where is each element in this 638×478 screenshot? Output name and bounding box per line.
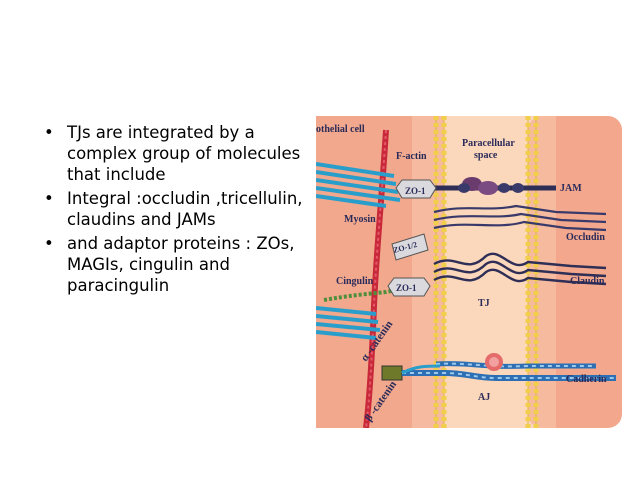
occludin-loops xyxy=(433,204,607,232)
zo1-bottom-box: ZO-1 xyxy=(387,277,431,297)
tj-label: TJ xyxy=(478,298,490,309)
aj-label: AJ xyxy=(478,392,490,403)
endothelial-cell-label: othelial cell xyxy=(316,124,365,135)
claudin-loops xyxy=(433,252,607,286)
bullet-text: TJs are integrated by a complex group of… xyxy=(67,123,301,184)
jam-molecule xyxy=(478,181,498,195)
jam-molecule xyxy=(458,183,470,193)
catenin-bead-inner xyxy=(489,357,499,367)
myosin-label: Myosin xyxy=(344,214,376,225)
zo1-top-box: ZO-1 xyxy=(395,179,437,199)
cadherin-label: Cadherin xyxy=(566,374,607,385)
jam-label: JAM xyxy=(560,183,582,194)
bullet-dot: • xyxy=(44,123,54,142)
cingulin-chain xyxy=(323,286,407,302)
myosin-bundle-top xyxy=(316,162,401,208)
zo1-bottom-label: ZO-1 xyxy=(396,283,417,293)
paracellular-label-line2: space xyxy=(474,150,498,161)
tight-junction-diagram: ZO-1 ZO-1/2 ZO-1 othelial cell F-actin P… xyxy=(316,116,622,428)
cingulin-label: Cingulin xyxy=(336,276,374,287)
jam-molecule xyxy=(498,183,510,193)
left-cell-shade xyxy=(412,116,444,428)
zo1-top-label: ZO-1 xyxy=(405,186,426,196)
myosin-bundle-bottom xyxy=(316,306,381,340)
occludin-label: Occludin xyxy=(566,232,605,243)
bullet-dot: • xyxy=(44,234,54,253)
zo12-box: ZO-1/2 xyxy=(391,233,429,261)
bullet-text: and adaptor proteins : ZOs, MAGIs, cingu… xyxy=(67,234,295,295)
bullet-item: • Integral :occludin ,tricellulin, claudi… xyxy=(42,188,314,230)
bullet-item: • TJs are integrated by a complex group o… xyxy=(42,122,314,185)
alpha-catenin-link xyxy=(401,364,441,375)
f-actin-label: F-actin xyxy=(396,151,427,162)
claudin-label: Claudin xyxy=(570,276,605,287)
catenin-box xyxy=(381,365,403,381)
bullet-text: Integral :occludin ,tricellulin, claudin… xyxy=(67,189,303,229)
jam-molecule xyxy=(512,183,524,193)
f-actin-filament-texture xyxy=(365,129,387,428)
cadherin-strand-texture xyxy=(402,372,616,379)
cadherin-strand-upper-texture xyxy=(435,362,596,368)
bullet-list: • TJs are integrated by a complex group o… xyxy=(42,122,314,299)
bullet-dot: • xyxy=(44,189,54,208)
bullet-item: • and adaptor proteins : ZOs, MAGIs, cing… xyxy=(42,233,314,296)
paracellular-label-line1: Paracellular xyxy=(462,138,515,149)
